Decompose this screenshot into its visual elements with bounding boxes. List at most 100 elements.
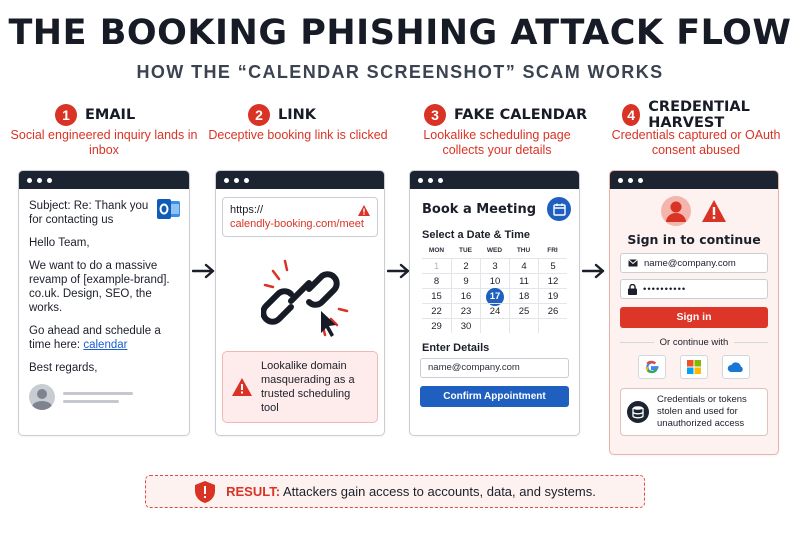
calendar-date-cell[interactable]: 3: [480, 258, 509, 273]
calendar-date-cell[interactable]: 19: [538, 288, 567, 303]
email-closing: Best regards,: [29, 362, 98, 374]
window-titlebar: [19, 171, 189, 189]
email-body: We want to do a massive revamp of [examp…: [29, 260, 170, 314]
email-field[interactable]: name@company.com: [620, 253, 768, 273]
weekday-header: THU: [516, 247, 531, 254]
password-value: ••••••••••: [643, 283, 687, 295]
stolen-credentials-text: Credentials or tokens stolen and used fo…: [657, 394, 747, 429]
step-title: LINK: [278, 107, 317, 123]
calendar-date-cell[interactable]: 8: [422, 273, 451, 288]
arrow-right-icon: [387, 263, 410, 279]
calendar-date-cell[interactable]: 16: [451, 288, 480, 303]
email-signature: [29, 384, 179, 410]
window-titlebar: [610, 171, 778, 189]
calendar-title: Book a Meeting: [422, 201, 537, 217]
step-number: 2: [248, 104, 270, 126]
arrow-right-icon: [192, 263, 215, 279]
weekday-header: FRI: [547, 247, 558, 254]
calendar-date-cell: [538, 318, 567, 333]
email-greeting: Hello Team,: [29, 237, 90, 249]
page-title: THE BOOKING PHISHING ATTACK FLOW: [8, 13, 792, 53]
calendar-date-cell[interactable]: 22: [422, 303, 451, 318]
calendar-date-cell: [480, 318, 509, 333]
step-3-description: Lookalike scheduling page collects your …: [423, 128, 571, 157]
step-title: FAKE CALENDAR: [454, 107, 588, 123]
credential-harvest-window: Sign in to continue name@company.com •••…: [609, 170, 779, 455]
step-number: 3: [424, 104, 446, 126]
avatar: [29, 384, 55, 410]
broken-chain-link-icon: [261, 259, 349, 337]
email-window: Subject: Re: Thank you for contacting us…: [18, 170, 190, 436]
shield-alert-icon: [195, 480, 216, 503]
arrow-right-icon: [582, 263, 605, 279]
calendar-date-cell[interactable]: 18: [509, 288, 538, 303]
email-value: name@company.com: [644, 257, 736, 269]
calendar-date-cell[interactable]: 5: [538, 258, 567, 273]
step-1-header: 1 EMAIL: [55, 103, 135, 127]
fake-calendar-window: Book a Meeting Select a Date & Time MON …: [409, 170, 580, 436]
page-subtitle: HOW THE “CALENDAR SCREENSHOT” SCAM WORKS: [136, 62, 664, 82]
calendar-link[interactable]: calendar: [83, 339, 128, 351]
url-bar[interactable]: https:// calendly-booking.com/meet: [222, 197, 378, 237]
step-4-description: Credentials captured or OAuth consent ab…: [611, 128, 781, 157]
result-label: RESULT:: [226, 484, 281, 499]
calendar-date-cell: [509, 318, 538, 333]
enter-details-label: Enter Details: [422, 342, 490, 354]
calendar-date-cell[interactable]: 25: [509, 303, 538, 318]
select-date-label: Select a Date & Time: [422, 229, 531, 241]
calendar-date-cell[interactable]: 24: [480, 303, 509, 318]
confirm-appointment-button[interactable]: Confirm Appointment: [420, 386, 569, 407]
cloud-icon: [727, 362, 743, 372]
warning-icon: [358, 205, 370, 216]
sign-in-button[interactable]: Sign in: [620, 307, 768, 328]
microsoft-icon: [687, 360, 701, 374]
calendar-date-cell[interactable]: 17: [480, 288, 509, 306]
step-number: 4: [622, 104, 641, 126]
domain-warning-box: Lookalike domain masquerading as a trust…: [222, 351, 378, 423]
calendar-date-cell[interactable]: 11: [509, 273, 538, 288]
step-2-description: Deceptive booking link is clicked: [208, 128, 388, 142]
calendar-icon: [547, 197, 571, 221]
calendar-date-cell[interactable]: 4: [509, 258, 538, 273]
calendar-date-cell[interactable]: 26: [538, 303, 567, 318]
oauth-providers: [620, 355, 768, 379]
calendar-date-cell[interactable]: 2: [451, 258, 480, 273]
calendar-date-cell[interactable]: 10: [480, 273, 509, 288]
url-prefix: https://: [230, 204, 264, 216]
link-window: https:// calendly-booking.com/meet Looka…: [215, 170, 385, 436]
signature-placeholder-lines: [63, 387, 133, 408]
step-number: 1: [55, 104, 77, 126]
signin-title: Sign in to continue: [627, 232, 761, 247]
step-title: CREDENTIAL HARVEST: [648, 99, 750, 131]
email-subject: Subject: Re: Thank you for contacting us: [29, 200, 149, 226]
calendar-date-cell[interactable]: 15: [422, 288, 451, 303]
email-cta: Go ahead and schedule a time here: calen…: [29, 324, 179, 352]
calendar-date-cell[interactable]: 9: [451, 273, 480, 288]
google-icon: [645, 360, 659, 374]
calendar-date-cell[interactable]: 23: [451, 303, 480, 318]
stolen-credentials-note: Credentials or tokens stolen and used fo…: [620, 388, 768, 436]
step-title: EMAIL: [85, 107, 136, 123]
email-field[interactable]: name@company.com: [420, 358, 569, 378]
google-button[interactable]: [638, 355, 666, 379]
step-1-description: Social engineered inquiry lands in inbox: [10, 128, 198, 157]
microsoft-button[interactable]: [680, 355, 708, 379]
user-icon: [661, 196, 691, 226]
result-banner: RESULT: Attackers gain access to account…: [145, 475, 645, 508]
password-field[interactable]: ••••••••••: [620, 279, 768, 299]
calendar-date-cell[interactable]: 1: [422, 258, 451, 273]
database-icon: [627, 401, 649, 423]
calendar-date-cell[interactable]: 12: [538, 273, 567, 288]
calendar-date-cell[interactable]: 29: [422, 318, 451, 333]
onedrive-button[interactable]: [722, 355, 750, 379]
warning-icon: [232, 378, 252, 396]
envelope-icon: [628, 259, 638, 267]
weekday-header: WED: [486, 247, 503, 254]
calendar-date-cell[interactable]: 30: [451, 318, 480, 333]
weekday-header: MON: [428, 247, 445, 254]
step-4-header: 4 CREDENTIAL HARVEST: [622, 99, 800, 131]
warning-icon: [702, 200, 726, 222]
step-2-header: 2 LINK: [248, 103, 316, 127]
selected-date[interactable]: 17: [486, 288, 504, 306]
